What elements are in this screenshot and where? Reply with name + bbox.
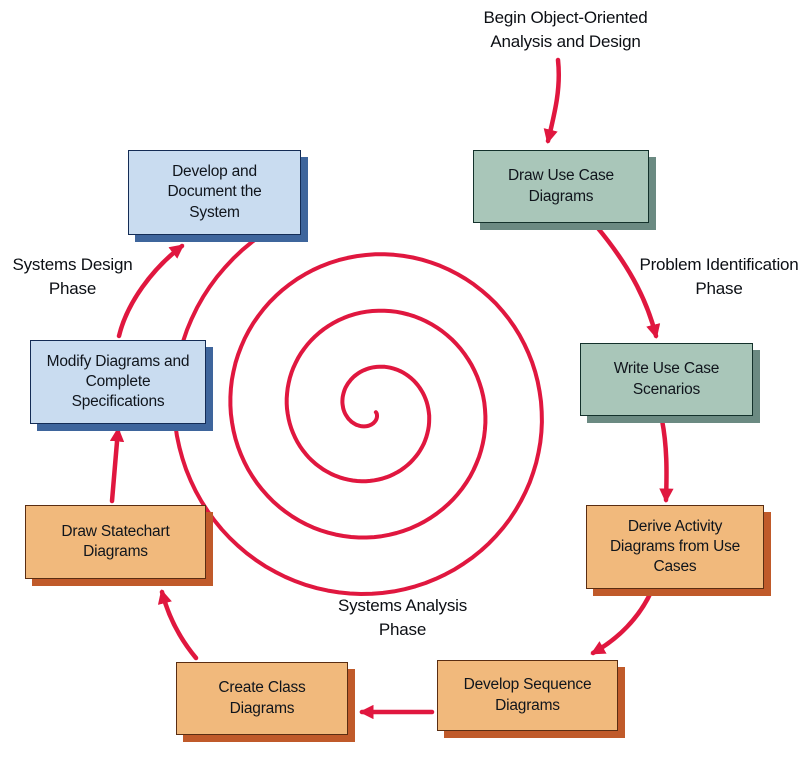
box-create-class-diagrams: Create Class Diagrams: [176, 662, 348, 735]
box-draw-statechart-diagrams: Draw Statechart Diagrams: [25, 505, 206, 579]
box-label: Write Use Case Scenarios: [613, 360, 720, 398]
box-develop-sequence-diagrams: Develop Sequence Diagrams: [437, 660, 618, 731]
arrow-statechart-to-modify: [109, 427, 125, 504]
box-label: Draw Use Case Diagrams: [508, 167, 614, 205]
arrow-modify-to-develop: [116, 243, 185, 339]
begin-annotation: Begin Object-Oriented Analysis and Desig…: [483, 8, 648, 51]
arrow-begin-to-use-case: [543, 57, 562, 144]
arrow-use-case-to-scenarios: [594, 224, 661, 339]
box-label: Derive Activity Diagrams from Use Cases: [609, 517, 741, 576]
systems-design-phase-label: Systems Design Phase: [12, 255, 133, 298]
box-label: Develop Sequence Diagrams: [463, 676, 592, 714]
box-label: Create Class Diagrams: [218, 679, 306, 717]
arrow-class-to-statechart: [157, 589, 199, 661]
box-derive-activity-diagrams: Derive Activity Diagrams from Use Cases: [586, 505, 764, 589]
spiral-arrow: [171, 214, 544, 596]
box-label: Draw Statechart Diagrams: [61, 522, 170, 560]
box-label: Develop and Document the System: [167, 163, 262, 221]
box-draw-use-case-diagrams: Draw Use Case Diagrams: [473, 150, 649, 223]
arrow-scenarios-to-activity: [659, 417, 674, 503]
box-develop-document-system: Develop and Document the System: [128, 150, 301, 235]
systems-analysis-phase-label: Systems Analysis Phase: [337, 596, 468, 639]
box-write-use-case-scenarios: Write Use Case Scenarios: [580, 343, 753, 416]
arrow-activity-to-sequence: [590, 589, 654, 656]
problem-identification-phase-label: Problem Identification Phase: [639, 255, 799, 298]
box-modify-diagrams: Modify Diagrams and Complete Specificati…: [30, 340, 206, 424]
box-label: Modify Diagrams and Complete Specificati…: [46, 352, 190, 411]
